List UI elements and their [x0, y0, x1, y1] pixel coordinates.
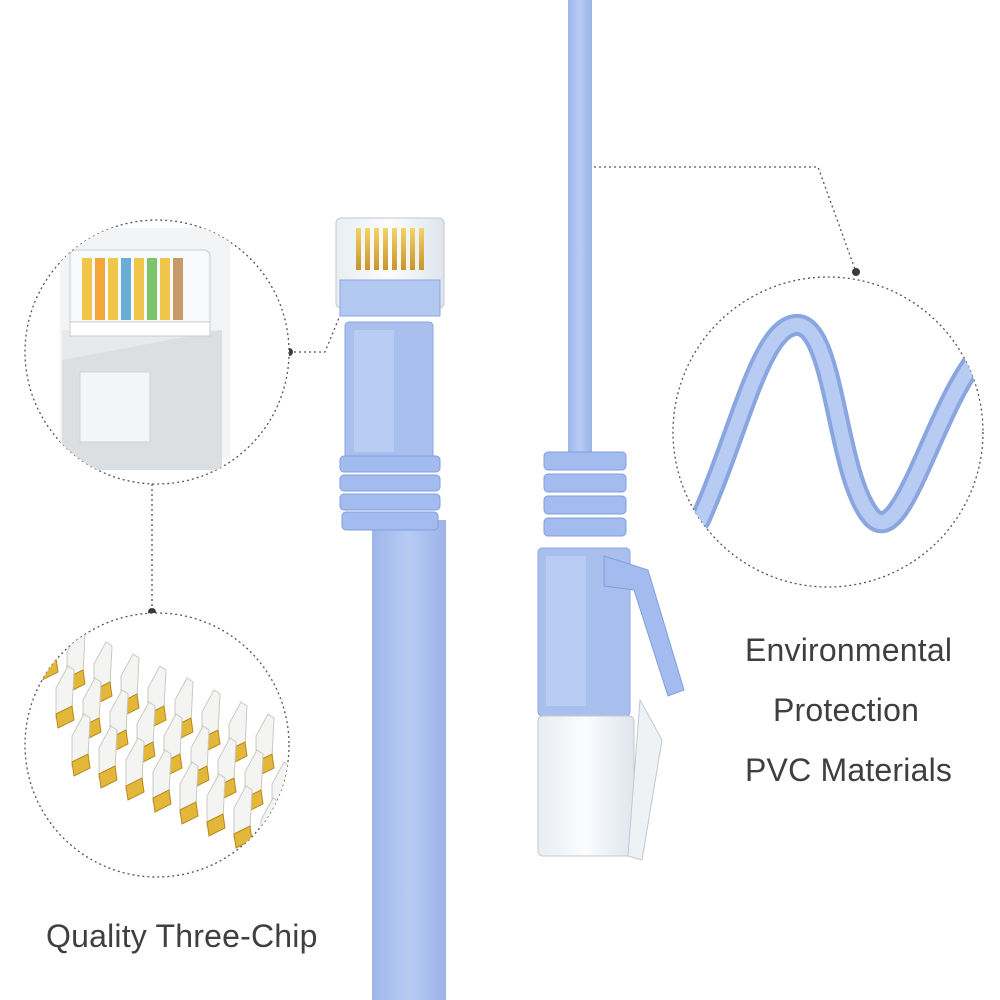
gold-contact-tip — [152, 789, 172, 813]
contact-blade — [152, 749, 172, 803]
gold-contact-tip — [55, 705, 75, 729]
contact-blade — [98, 725, 118, 779]
contact-blade — [206, 773, 226, 827]
gold-contact-tip — [125, 777, 145, 801]
contact-blade — [287, 809, 289, 863]
quality-caption: Quality Three-Chip — [46, 918, 318, 954]
gold-contact-tip — [71, 753, 91, 777]
contact-blade — [179, 761, 199, 815]
leader-dot — [852, 268, 860, 276]
environmental-caption-line2: Protection — [773, 692, 920, 728]
plug-pins — [356, 228, 424, 270]
gold-contact-tip — [271, 801, 289, 825]
contact-blade — [55, 665, 75, 719]
environmental-caption-line1: Environmental — [745, 632, 953, 668]
gold-contact-tip — [287, 849, 289, 873]
gold-contact-tip — [98, 765, 118, 789]
contacts-detail-circle — [24, 612, 290, 878]
gold-contact-tip — [260, 837, 280, 861]
left-ethernet-cable — [335, 217, 446, 1000]
wire-contacts — [82, 258, 183, 320]
flat-cable-detail-circle — [672, 276, 984, 588]
gold-contact-tip — [206, 813, 226, 837]
environmental-caption-line3: PVC Materials — [745, 752, 953, 788]
contact-blade — [233, 785, 253, 839]
contact-blade — [125, 737, 145, 791]
contact-blade — [71, 713, 91, 767]
gold-contact-tip — [179, 801, 199, 825]
leader-lines — [151, 166, 857, 612]
connector-detail-circle — [24, 219, 290, 485]
right-ethernet-cable — [537, 0, 685, 861]
